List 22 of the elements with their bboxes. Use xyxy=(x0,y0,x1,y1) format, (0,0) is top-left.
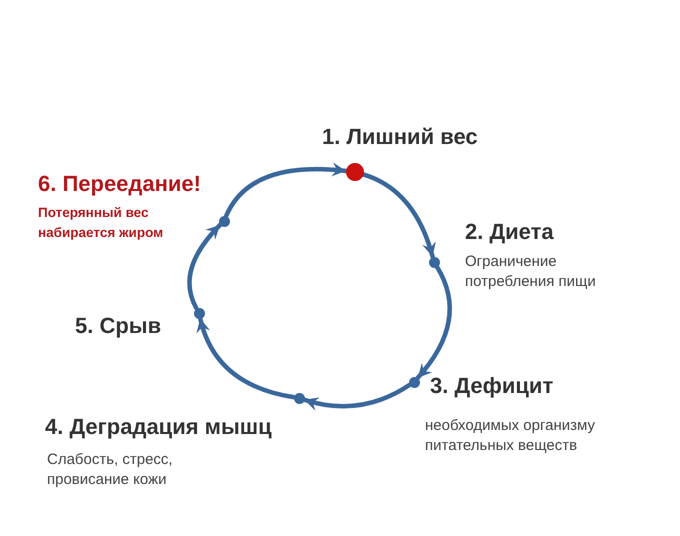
stage-dot xyxy=(428,256,440,268)
stage-title: 6. Переедание! xyxy=(38,171,201,197)
stage-title: 4. Деградация мышц xyxy=(45,414,272,440)
stage-dot xyxy=(408,376,420,388)
stage-dot xyxy=(194,308,204,318)
stage-description: необходимых организму питательных веществ xyxy=(425,416,596,456)
stage-dot xyxy=(346,163,364,181)
stage-title: 3. Дефицит xyxy=(430,373,554,399)
stage-description: Слабость, стресс, провисание кожи xyxy=(47,450,174,490)
cycle-arrow xyxy=(197,316,296,400)
cycle-arrow xyxy=(224,162,348,218)
stage-description: Потерянный вес набирается жиром xyxy=(38,204,164,242)
cycle-arrow xyxy=(187,222,222,310)
cycle-arrow xyxy=(361,172,436,259)
stage-title: 5. Срыв xyxy=(75,313,162,339)
stage-dot xyxy=(294,392,304,404)
stage-dot xyxy=(218,216,230,226)
stage-title: 2. Диета xyxy=(465,219,554,245)
stage-title: 1. Лишний вес xyxy=(322,124,478,150)
cycle-arrow xyxy=(302,382,412,410)
cycle-arrow xyxy=(415,264,452,380)
stage-description: Ограничение потребления пищи xyxy=(465,252,597,292)
